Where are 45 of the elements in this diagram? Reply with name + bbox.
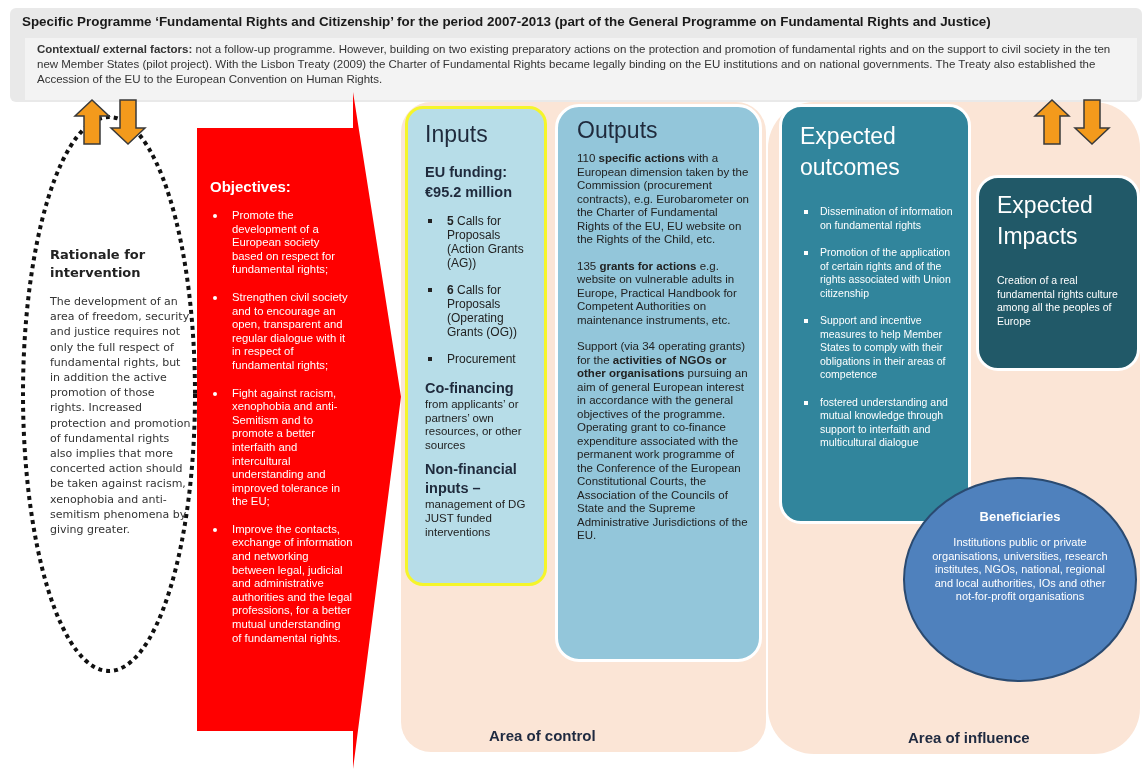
bullet-item: Improve the contacts, exchange of information and networking between legal, judicial and administrative authorities and the legal professions, for a better mutual understanding of fundamental rights. xyxy=(232,522,353,646)
heading: Beneficiaries xyxy=(978,509,1062,524)
bullet-item: fostered understanding and mutual knowledge through support to interfaith and multicultural dialogue xyxy=(820,395,949,450)
body-text: management of DG JUST funded interventions xyxy=(425,498,527,540)
area-panel xyxy=(401,102,766,752)
title: Specific Programme ‘Fundamental Rights and Citizenship’ for the period 2007-2013 (part of the General Programme on Fundamental Rights and Justice) xyxy=(22,14,991,29)
heading: Rationale for intervention xyxy=(50,246,147,282)
dotted-ellipse xyxy=(20,114,198,674)
outcomes-box xyxy=(779,104,971,524)
area-panel xyxy=(768,102,1140,754)
heading: Inputs xyxy=(425,121,489,148)
heading: Expected outcomes xyxy=(800,122,901,182)
bullet-item: Promote the development of a European society based on respect for fundamental rights; xyxy=(232,209,336,277)
body-text: Support (via 34 operating grants) for the activities of NGOs or other organisations pursuing an aim of general European interest in accordance with the general objectives of the programme. Operating grant to co-finance expenditure associated with the permanent work programme of the Conference of the European Constitutional Courts, the Association of the Councils of State and the Supreme Administrative Jurisdictions of the EU. xyxy=(577,340,749,543)
body-text: from applicants’ or partners’ own resources, or other sources xyxy=(425,398,523,453)
bullet-item: Dissemination of information on fundamental rights xyxy=(820,205,954,232)
impacts-box xyxy=(976,175,1140,371)
heading: Objectives: xyxy=(210,178,292,195)
body-text: The development of an area of freedom, security and justice requires not only the full respect of fundamental rights, but in addition the active promotion of those rights. Increased protection and promotion of fundamental rights also implies that more concerted action should be taken against racism, xenophobia and anti-semitism phenomena by giving greater. xyxy=(50,294,192,538)
inputs-box xyxy=(405,106,547,586)
outputs-box xyxy=(555,104,762,662)
heading: EU funding: €95.2 million xyxy=(425,163,514,202)
block-arrow xyxy=(1033,98,1071,145)
heading: Co-financing xyxy=(425,379,515,398)
body-text: 110 specific actions with a European dimension taken by the Commission (procurement contracts), e.g. Eurobarometer on the Charter of Fundamental Rights of the EU, EU website on the Rights of the Child, etc. xyxy=(577,152,750,247)
body-text: 135 grants for actions e.g. website on vulnerable adults in Europe, Practical Handbook for Competent Authorities on maintenance instruments, etc. xyxy=(577,259,738,327)
block-arrow xyxy=(109,99,147,146)
body-text: Contextual/ external factors: not a follow-up programme. However, building on two existing preparatory actions on the protection and promotion of fundamental rights and on the support to civil society in the ten new Member States (pilot project). With the Lisbon Treaty (2009) the Charter of Fundamental Rights became legally binding on the EU institutions and on national governments. The Treaty also established the Accession of the EU to the European Convention on Human Rights. xyxy=(37,42,1112,87)
bullet-item: Fight against racism, xenophobia and anti-Semitism and to promote a better interfaith and intercultural understanding and improved tolerance in the EU; xyxy=(232,386,341,509)
block-arrow xyxy=(73,98,111,145)
body-text: Institutions public or private organisations, universities, research institutes, NGOs, national, regional and local authorities, IOs and other not-for-profit organisations xyxy=(931,536,1109,604)
context-box xyxy=(25,38,1137,100)
bullet-item: 5 Calls for Proposals (Action Grants (AG)) xyxy=(447,214,525,270)
bullet-item: Support and incentive measures to help Member States to comply with their obligations in their areas of competence xyxy=(820,314,947,382)
area-label: Area of influence xyxy=(908,729,1030,746)
heading: Expected Impacts xyxy=(997,191,1094,251)
bullet-item: Procurement xyxy=(447,352,517,366)
heading: Outputs xyxy=(577,117,659,144)
bullet-item: 6 Calls for Proposals (Operating Grants (OG)) xyxy=(447,283,518,339)
heading: Non-financial inputs – xyxy=(425,460,518,499)
area-label: Area of control xyxy=(489,727,596,744)
bullet-item: Strengthen civil society and to encourage an open, transparent and regular dialogue with it in respect of fundamental rights; xyxy=(232,290,349,373)
bullet-item: Promotion of the application of certain rights and of the rights associated with Union citizenship xyxy=(820,246,952,300)
body-text: Creation of a real fundamental rights culture among all the peoples of Europe xyxy=(997,274,1119,328)
block-arrow xyxy=(1073,99,1111,146)
